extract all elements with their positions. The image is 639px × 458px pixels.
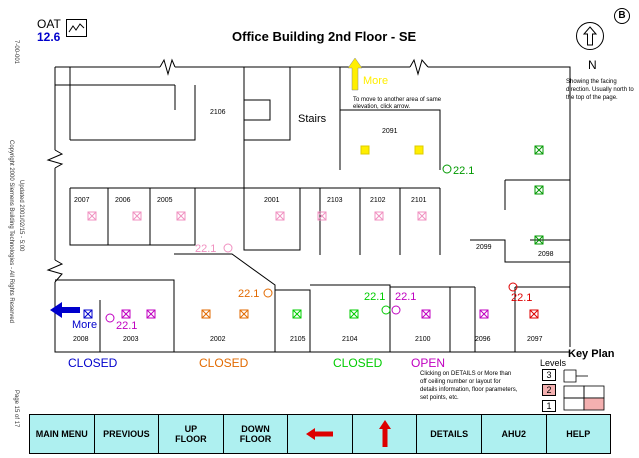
room-2097: 2097: [527, 336, 543, 343]
oat-label: OAT: [37, 17, 61, 31]
nav-button-bar: MAIN MENU PREVIOUS UP FLOOR DOWN FLOOR D…: [29, 414, 611, 454]
room-2103: 2103: [327, 197, 343, 204]
room-2105: 2105: [290, 336, 306, 343]
room-2102: 2102: [370, 197, 386, 204]
down-floor-button[interactable]: DOWN FLOOR: [224, 415, 289, 453]
vav-box-2002-b[interactable]: [239, 309, 249, 319]
vav-box-2003-a[interactable]: [121, 309, 131, 319]
ahu2-button[interactable]: AHU2: [482, 415, 547, 453]
vav-box-2003-b[interactable]: [146, 309, 156, 319]
room-2096: 2096: [475, 336, 491, 343]
more-left-arrow-icon[interactable]: [50, 302, 80, 318]
orientation-note: Showing the facing direction. Usually no…: [566, 79, 634, 101]
vav-box-2006[interactable]: [132, 211, 142, 221]
room-2099: 2099: [476, 244, 492, 251]
oat-value[interactable]: 12.6: [37, 30, 61, 44]
move-note: To move to another area of same elevatio…: [353, 97, 442, 110]
vav-box-2099-a[interactable]: [534, 145, 544, 155]
room-2007: 2007: [74, 197, 90, 204]
sensors: [105, 164, 518, 323]
main-menu-button[interactable]: MAIN MENU: [30, 415, 95, 453]
sensor-2104-icon[interactable]: [381, 305, 391, 315]
compass-icon: [576, 22, 604, 50]
sensor-2100-icon[interactable]: [391, 305, 401, 315]
more-up-label[interactable]: More: [363, 75, 388, 87]
stairs-label: Stairs: [298, 113, 327, 125]
temp-2091[interactable]: 22.1: [453, 165, 474, 177]
more-left-label[interactable]: More: [72, 319, 97, 331]
left-arrow-button[interactable]: [288, 415, 353, 453]
sensor-2002b-icon[interactable]: [263, 288, 273, 298]
previous-button[interactable]: PREVIOUS: [95, 415, 160, 453]
vav-box-2099-b[interactable]: [534, 185, 544, 195]
up-arrow-icon: [378, 420, 391, 447]
level-2-button[interactable]: 2: [542, 384, 556, 396]
room-2005: 2005: [157, 197, 173, 204]
sensor-2003-icon[interactable]: [105, 313, 115, 323]
north-label: N: [588, 58, 597, 72]
room-2001: 2001: [264, 197, 280, 204]
room-2091: 2091: [382, 128, 398, 135]
left-arrow-icon: [306, 428, 334, 440]
status-label-1: CLOSED: [68, 356, 118, 370]
vav-box-2097[interactable]: [529, 309, 539, 319]
room-2101: 2101: [411, 197, 427, 204]
levels-label: Levels: [540, 358, 567, 368]
room-2003: 2003: [123, 336, 139, 343]
room-2104: 2104: [342, 336, 358, 343]
room-2006: 2006: [115, 197, 131, 204]
status-label-2: CLOSED: [199, 356, 249, 370]
trend-graph-icon[interactable]: [66, 19, 87, 37]
details-note: Clicking on DETAILS or More than off cei…: [420, 371, 518, 401]
vav-box-2008[interactable]: [83, 309, 93, 319]
vav-box-2100[interactable]: [421, 309, 431, 319]
temp-2002[interactable]: 22.1: [195, 243, 216, 255]
level-3-button[interactable]: 3: [542, 369, 556, 381]
sensor-2097-icon[interactable]: [508, 282, 518, 292]
vav-box-2001[interactable]: [275, 211, 285, 221]
building-badge: B: [614, 8, 630, 24]
vav-box-2005[interactable]: [176, 211, 186, 221]
vav-box-2102[interactable]: [374, 211, 384, 221]
page-title: Office Building 2nd Floor - SE: [232, 29, 417, 44]
status-label-4: OPEN: [411, 356, 446, 370]
floor-plan: More More Stairs 2106 2091 2007 2006 200…: [46, 57, 571, 353]
room-2098: 2098: [538, 251, 554, 258]
more-up-arrow-icon[interactable]: [347, 57, 363, 91]
vav-box-2103[interactable]: [317, 211, 327, 221]
sensor-2091-icon[interactable]: [442, 164, 452, 174]
temp-2105[interactable]: 22.1: [238, 288, 259, 300]
vav-box-2104[interactable]: [349, 309, 359, 319]
details-button[interactable]: DETAILS: [417, 415, 482, 453]
room-2106: 2106: [210, 109, 226, 116]
up-floor-button[interactable]: UP FLOOR: [159, 415, 224, 453]
level-1-button[interactable]: 1: [542, 400, 556, 412]
help-button[interactable]: HELP: [566, 429, 591, 439]
temp-2104[interactable]: 22.1: [364, 291, 385, 303]
status-label-3: CLOSED: [333, 356, 383, 370]
temp-2003[interactable]: 22.1: [116, 320, 137, 332]
up-arrow-button[interactable]: [353, 415, 418, 453]
room-2002: 2002: [210, 336, 226, 343]
vav-box-2091-b[interactable]: [414, 145, 424, 155]
vav-box-2105[interactable]: [292, 309, 302, 319]
sensor-2002-icon[interactable]: [223, 243, 233, 253]
vav-box-2002-a[interactable]: [201, 309, 211, 319]
key-plan-title: Key Plan: [568, 348, 615, 360]
key-plan-map[interactable]: [562, 366, 610, 414]
vav-box-2101[interactable]: [417, 211, 427, 221]
vav-box-2096[interactable]: [479, 309, 489, 319]
room-labels: 2106 2091 2007 2006 2005 2001 2103 2102 …: [73, 109, 554, 343]
temp-2100[interactable]: 22.1: [395, 291, 416, 303]
room-2100: 2100: [415, 336, 431, 343]
vav-box-2091-a[interactable]: [360, 145, 370, 155]
vav-box-2098[interactable]: [534, 235, 544, 245]
temp-2097[interactable]: 22.1: [511, 292, 532, 304]
room-2008: 2008: [73, 336, 89, 343]
vav-box-2007[interactable]: [87, 211, 97, 221]
vav-boxes: [83, 145, 544, 319]
